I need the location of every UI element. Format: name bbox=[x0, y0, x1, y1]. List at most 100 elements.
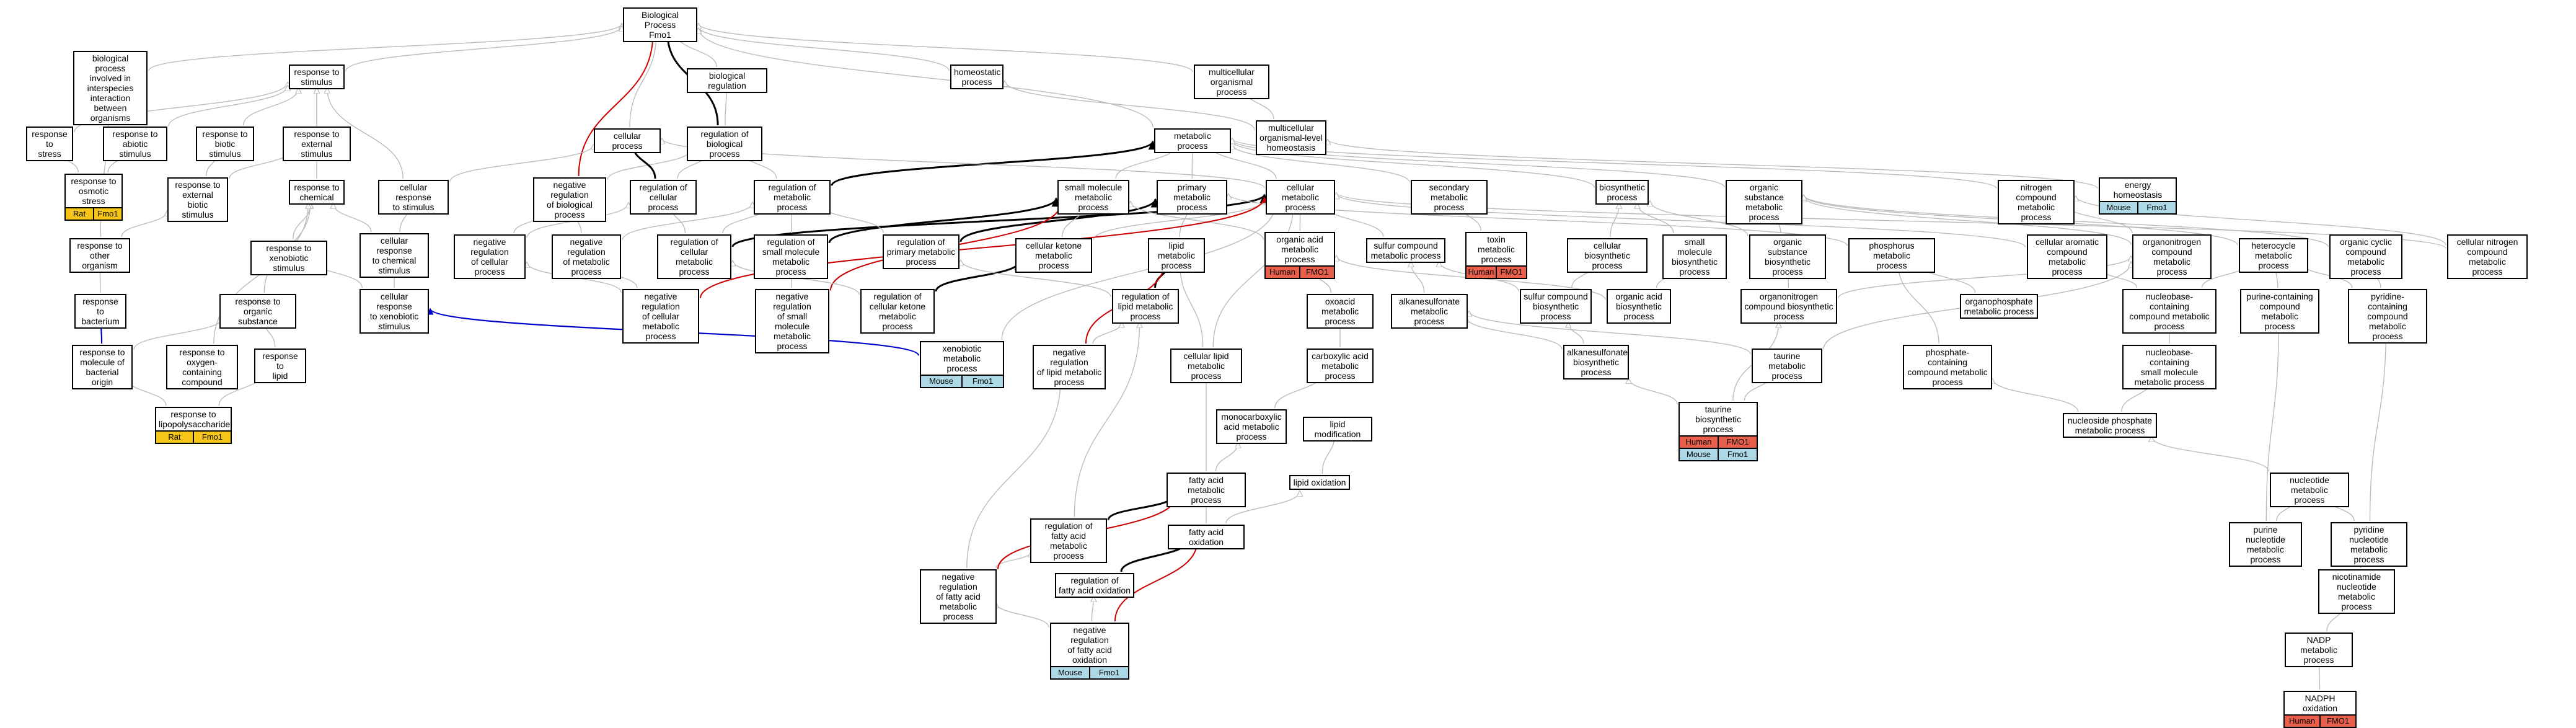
go-term-organonitrogen-biosynth[interactable]: organonitrogen compound biosynthetic pro… bbox=[1740, 289, 1837, 324]
go-term-bio-regulation[interactable]: biological regulation bbox=[687, 68, 767, 93]
go-term-reg-cell-metab[interactable]: regulation of cellular metabolic process bbox=[657, 234, 731, 279]
go-term-organonitrogen[interactable]: organonitrogen compound metabolic proces… bbox=[2132, 234, 2212, 279]
go-term-neg-reg-bio[interactable]: negative regulation of biological proces… bbox=[533, 177, 606, 222]
go-term-sulfur-biosynth[interactable]: sulfur compound biosynthetic process bbox=[1520, 289, 1592, 324]
go-term-neg-reg-cell[interactable]: negative regulation of cellular process bbox=[454, 234, 526, 279]
go-term-resp-xenobiotic[interactable]: response to xenobiotic stimulus bbox=[250, 241, 327, 275]
go-term-neg-reg-fatty-oxidation[interactable]: negative regulation of fatty acid oxidat… bbox=[1050, 623, 1129, 680]
go-term-small-mol-metab[interactable]: small molecule metabolic process bbox=[1057, 180, 1129, 215]
go-term-monocarboxylic[interactable]: monocarboxylic acid metabolic process bbox=[1216, 409, 1287, 444]
go-term-nicotinamide[interactable]: nicotinamide nucleotide metabolic proces… bbox=[2318, 569, 2395, 614]
go-term-cell-biosynth[interactable]: cellular biosynthetic process bbox=[1567, 238, 1647, 273]
go-term-fatty-acid-metab[interactable]: fatty acid metabolic process bbox=[1167, 473, 1246, 507]
go-term-nadp-metab[interactable]: NADP metabolic process bbox=[2285, 633, 2353, 667]
go-term-lipid-metab[interactable]: lipid metabolic process bbox=[1148, 238, 1205, 273]
go-term-resp-mol-bact[interactable]: response to molecule of bacterial origin bbox=[72, 345, 133, 389]
go-term-resp-external[interactable]: response to external stimulus bbox=[283, 127, 351, 161]
go-term-metabolic-process[interactable]: metabolic process bbox=[1154, 128, 1231, 153]
go-term-small-mol-biosynth[interactable]: small molecule biosynthetic process bbox=[1662, 234, 1727, 279]
go-term-sulfur-comp[interactable]: sulfur compound metabolic process bbox=[1366, 238, 1445, 263]
go-term-purine-comp[interactable]: purine-containing compound metabolic pro… bbox=[2240, 289, 2319, 334]
go-term-cellular-process[interactable]: cellular process bbox=[594, 128, 661, 153]
go-term-reg-cell-process[interactable]: regulation of cellular process bbox=[630, 180, 697, 215]
go-term-multicell-homeo[interactable]: multicellular organismal-level homeostas… bbox=[1256, 120, 1326, 155]
go-term-resp-ext-biotic[interactable]: response to external biotic stimulus bbox=[167, 177, 228, 222]
go-term-cell-aromatic[interactable]: cellular aromatic compound metabolic pro… bbox=[2027, 234, 2107, 279]
go-term-bp-root[interactable]: Biological Process Fmo1 bbox=[623, 7, 697, 42]
go-term-label: response to molecule of bacterial origin bbox=[79, 347, 125, 387]
go-term-reg-fatty-acid-metab[interactable]: regulation of fatty acid metabolic proce… bbox=[1030, 518, 1107, 563]
go-term-multicell-org[interactable]: multicellular organismal process bbox=[1194, 64, 1269, 99]
go-term-cell-resp-chem[interactable]: cellular response to chemical stimulus bbox=[359, 233, 429, 278]
go-term-resp-stress[interactable]: response to stress bbox=[26, 127, 73, 161]
go-term-organophosphate[interactable]: organophosphate metabolic process bbox=[1960, 294, 2038, 319]
go-term-resp-chemical[interactable]: response to chemical bbox=[289, 180, 345, 205]
go-term-resp-other-org[interactable]: response to other organism bbox=[69, 238, 130, 273]
go-term-cell-nitrogen[interactable]: cellular nitrogen compound metabolic pro… bbox=[2447, 234, 2528, 279]
go-term-primary-metab[interactable]: primary metabolic process bbox=[1157, 180, 1227, 215]
go-term-nitrogen-comp[interactable]: nitrogen compound metabolic process bbox=[1998, 180, 2075, 224]
go-term-reg-primary[interactable]: regulation of primary metabolic process bbox=[883, 234, 959, 269]
go-term-cell-ketone[interactable]: cellular ketone metabolic process bbox=[1015, 238, 1092, 273]
go-term-cell-lipid[interactable]: cellular lipid metabolic process bbox=[1170, 348, 1242, 383]
go-term-resp-lipid[interactable]: response to lipid bbox=[254, 348, 306, 383]
go-term-phosphorus-metab[interactable]: phosphorus metabolic process bbox=[1848, 238, 1935, 273]
go-term-resp-abiotic[interactable]: response to abiotic stimulus bbox=[103, 127, 167, 161]
go-term-reg-bio-process[interactable]: regulation of biological process bbox=[687, 127, 762, 161]
go-term-reg-fatty-oxidation[interactable]: regulation of fatty acid oxidation bbox=[1055, 573, 1134, 598]
go-term-nucleobase-small[interactable]: nucleobase-containing small molecule met… bbox=[2122, 345, 2217, 389]
go-term-nucleoside-phosphate[interactable]: nucleoside phosphate metabolic process bbox=[2063, 413, 2157, 438]
edge-org_subst_biosynth-to-biosynthetic bbox=[1650, 201, 1749, 237]
go-term-pyrimidine-comp[interactable]: pyridine-containing compound metabolic p… bbox=[2348, 289, 2427, 344]
go-term-secondary-metab[interactable]: secondary metabolic process bbox=[1411, 180, 1488, 215]
go-term-resp-biotic[interactable]: response to biotic stimulus bbox=[196, 127, 254, 161]
go-term-reg-lipid-metab[interactable]: regulation of lipid metabolic process bbox=[1112, 289, 1179, 324]
go-term-neg-reg-small-mol[interactable]: negative regulation of small molecule me… bbox=[755, 289, 829, 353]
go-term-fatty-acid-oxidation[interactable]: fatty acid oxidation bbox=[1168, 525, 1245, 549]
go-term-organic-cyclic[interactable]: organic cyclic compound metabolic proces… bbox=[2329, 234, 2402, 279]
go-term-neg-reg-metab[interactable]: negative regulation of metabolic process bbox=[552, 234, 621, 279]
species-badge: Human bbox=[1680, 437, 1718, 448]
go-term-resp-stimulus[interactable]: response to stimulus bbox=[289, 64, 345, 89]
go-term-heterocycle[interactable]: heterocycle metabolic process bbox=[2239, 238, 2308, 273]
go-term-resp-oxygen[interactable]: response to oxygen-containing compound bbox=[166, 345, 238, 389]
go-term-cell-metab[interactable]: cellular metabolic process bbox=[1266, 180, 1335, 215]
go-term-lipid-modification[interactable]: lipid modification bbox=[1303, 417, 1372, 442]
go-term-nucleotide-metab[interactable]: nucleotide metabolic process bbox=[2270, 473, 2349, 507]
go-term-homeostatic[interactable]: homeostatic process bbox=[950, 64, 1003, 89]
go-term-neg-reg-lipid[interactable]: negative regulation of lipid metabolic p… bbox=[1033, 345, 1106, 389]
go-term-reg-cell-ketone[interactable]: regulation of cellular ketone metabolic … bbox=[860, 289, 935, 334]
go-term-pyridine-nucleotide[interactable]: pyridine nucleotide metabolic process bbox=[2331, 522, 2407, 567]
go-term-phosphate-containing[interactable]: phosphate-containing compound metabolic … bbox=[1903, 345, 1992, 389]
go-term-resp-bacterium[interactable]: response to bacterium bbox=[74, 294, 126, 329]
go-term-org-acid-biosynth[interactable]: organic acid biosynthetic process bbox=[1607, 289, 1671, 324]
go-term-alkanesulfonate-biosynth[interactable]: alkanesulfonate biosynthetic process bbox=[1563, 345, 1629, 380]
go-term-resp-organic[interactable]: response to organic substance bbox=[219, 294, 296, 329]
go-term-purine-nucleotide[interactable]: purine nucleotide metabolic process bbox=[2229, 522, 2302, 567]
go-term-org-subst-metab[interactable]: organic substance metabolic process bbox=[1726, 180, 1802, 224]
go-term-oxoacid[interactable]: oxoacid metabolic process bbox=[1307, 294, 1374, 329]
go-term-taurine-metab[interactable]: taurine metabolic process bbox=[1752, 348, 1822, 383]
go-term-label: monocarboxylic acid metabolic process bbox=[1221, 412, 1282, 442]
go-term-lipid-oxidation[interactable]: lipid oxidation bbox=[1289, 475, 1350, 490]
go-term-carboxylic[interactable]: carboxylic acid metabolic process bbox=[1307, 348, 1374, 383]
go-term-reg-small-mol[interactable]: regulation of small molecule metabolic p… bbox=[754, 234, 828, 279]
go-term-reg-metabolic[interactable]: regulation of metabolic process bbox=[754, 180, 831, 215]
go-term-neg-reg-fatty-metab[interactable]: negative regulation of fatty acid metabo… bbox=[920, 569, 997, 624]
go-term-cell-resp-stimulus[interactable]: cellular response to stimulus bbox=[378, 180, 449, 215]
go-term-biosynthetic[interactable]: biosynthetic process bbox=[1595, 180, 1649, 205]
go-term-bp-interspecies[interactable]: biological process involved in interspec… bbox=[73, 51, 148, 125]
go-term-alkanesulfonate-metab[interactable]: alkanesulfonate metabolic process bbox=[1391, 294, 1468, 329]
go-term-neg-reg-cell-metab[interactable]: negative regulation of cellular metaboli… bbox=[622, 289, 699, 344]
go-term-nucleobase-comp[interactable]: nucleobase-containing compound metabolic… bbox=[2122, 289, 2217, 334]
go-term-cell-resp-xeno[interactable]: cellular response to xenobiotic stimulus bbox=[359, 289, 429, 334]
go-term-org-subst-biosynth[interactable]: organic substance biosynthetic process bbox=[1749, 234, 1826, 279]
